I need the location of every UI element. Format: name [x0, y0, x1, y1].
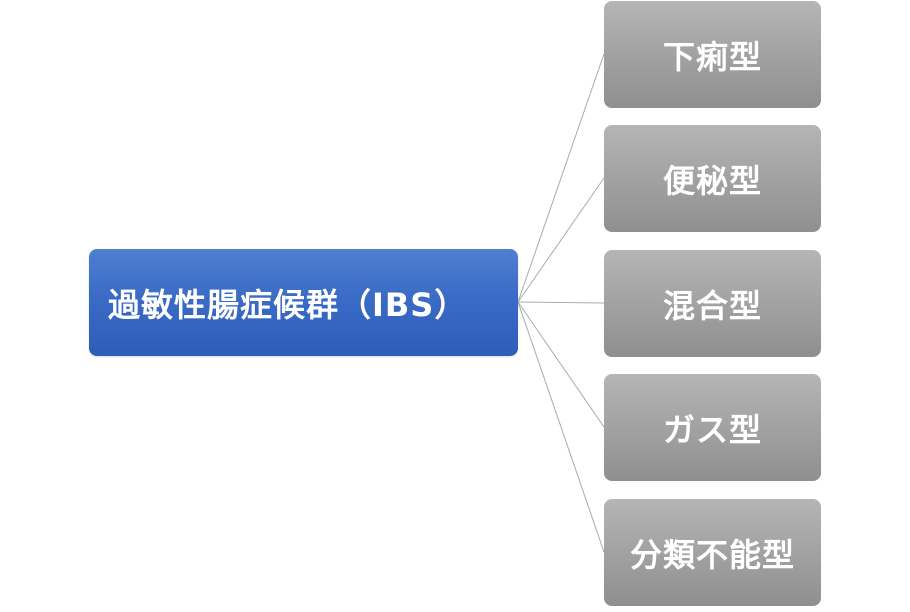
connector-to-constipation-type — [517, 177, 605, 303]
child-node-label: ガス型 — [662, 410, 762, 449]
child-node-label: 下痢型 — [662, 37, 762, 76]
root-node-ibs: 過敏性腸症候群（IBS） — [89, 249, 518, 356]
connector-to-diarrhea-type — [517, 53, 605, 303]
child-node-label: 便秘型 — [662, 161, 762, 200]
connector-to-gas-type — [517, 301, 605, 428]
child-node-diarrhea-type: 下痢型 — [604, 1, 821, 108]
child-node-mixed-type: 混合型 — [604, 250, 821, 357]
child-node-gas-type: ガス型 — [604, 374, 821, 481]
child-node-constipation-type: 便秘型 — [604, 125, 821, 232]
root-node-label: 過敏性腸症候群（IBS） — [108, 285, 468, 324]
child-node-unclassified-type: 分類不能型 — [604, 499, 821, 606]
child-node-label: 混合型 — [662, 286, 762, 325]
connector-to-mixed-type — [517, 301, 605, 304]
connector-to-unclassified-type — [517, 301, 605, 553]
child-node-label: 分類不能型 — [629, 535, 795, 574]
